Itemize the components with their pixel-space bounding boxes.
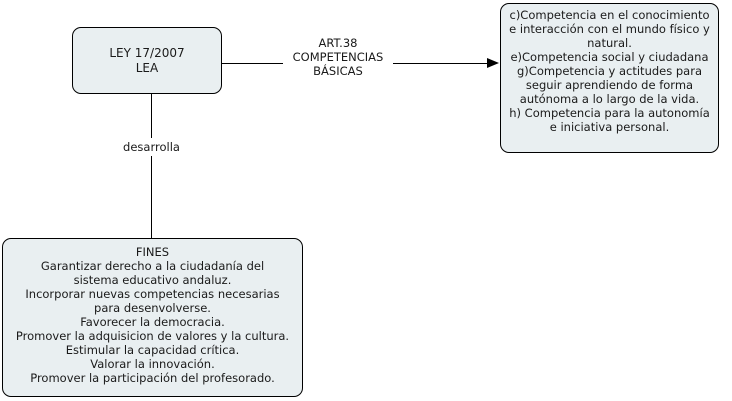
node-ley-line-1: LEY 17/2007 [109,45,185,60]
node-competencias-line-3: natural. [587,36,632,50]
edge-label-art38-line-1: ART.38 [318,36,358,50]
edge-ley-to-fines-segment-bottom [151,156,153,238]
node-competencias-line-4: e)Competencia social y ciudadana [510,50,709,64]
edge-label-art38-line-2: COMPETENCIAS [292,50,384,64]
edge-label-art38: ART.38 COMPETENCIAS BÁSICAS [283,36,393,78]
node-competencias-line-9: e iniciativa personal. [549,120,670,134]
node-competencias-line-5: g)Competencia y actitudes para [517,64,702,78]
node-fines-line-1: FINES [135,245,170,259]
node-fines-line-8: Estimular la capacidad crítica. [65,343,240,357]
edge-ley-to-competencias-segment-left [222,63,284,65]
node-fines-line-5: para desenvolverse. [94,301,211,315]
arrowhead-to-competencias-icon [487,58,499,68]
edge-ley-to-competencias-segment-right [392,63,488,65]
node-competencias-basicas[interactable]: c)Competencia en el conocimiento e inter… [500,3,719,153]
node-fines-line-7: Promover la adquisicion de valores y la … [15,329,290,343]
node-competencias-line-6: seguir aprendiendo de forma [525,78,694,92]
node-fines-line-10: Promover la participación del profesorad… [30,371,275,385]
node-fines[interactable]: FINES Garantizar derecho a la ciudadanía… [2,238,303,397]
edge-label-desarrolla: desarrolla [111,140,192,155]
node-fines-line-4: Incorporar nuevas competencias necesaria… [25,287,280,301]
node-ley-line-2: LEA [135,60,159,75]
edge-label-art38-line-3: BÁSICAS [313,64,363,78]
node-fines-line-9: Valorar la innovación. [90,357,215,371]
node-ley-17-2007-lea[interactable]: LEY 17/2007 LEA [72,27,222,94]
node-fines-line-2: Garantizar derecho a la ciudadanía del [40,259,265,273]
node-fines-line-6: Favorecer la democracia. [80,315,225,329]
edge-ley-to-fines-segment-top [151,94,153,138]
node-competencias-line-8: h) Competencia para la autonomía [509,106,710,120]
node-competencias-line-1: c)Competencia en el conocimiento [509,8,710,22]
node-competencias-line-2: e interacción con el mundo físico y [509,22,710,36]
node-fines-line-3: sistema educativo andaluz. [73,273,232,287]
node-competencias-line-7: autónoma a lo largo de la vida. [519,92,700,106]
